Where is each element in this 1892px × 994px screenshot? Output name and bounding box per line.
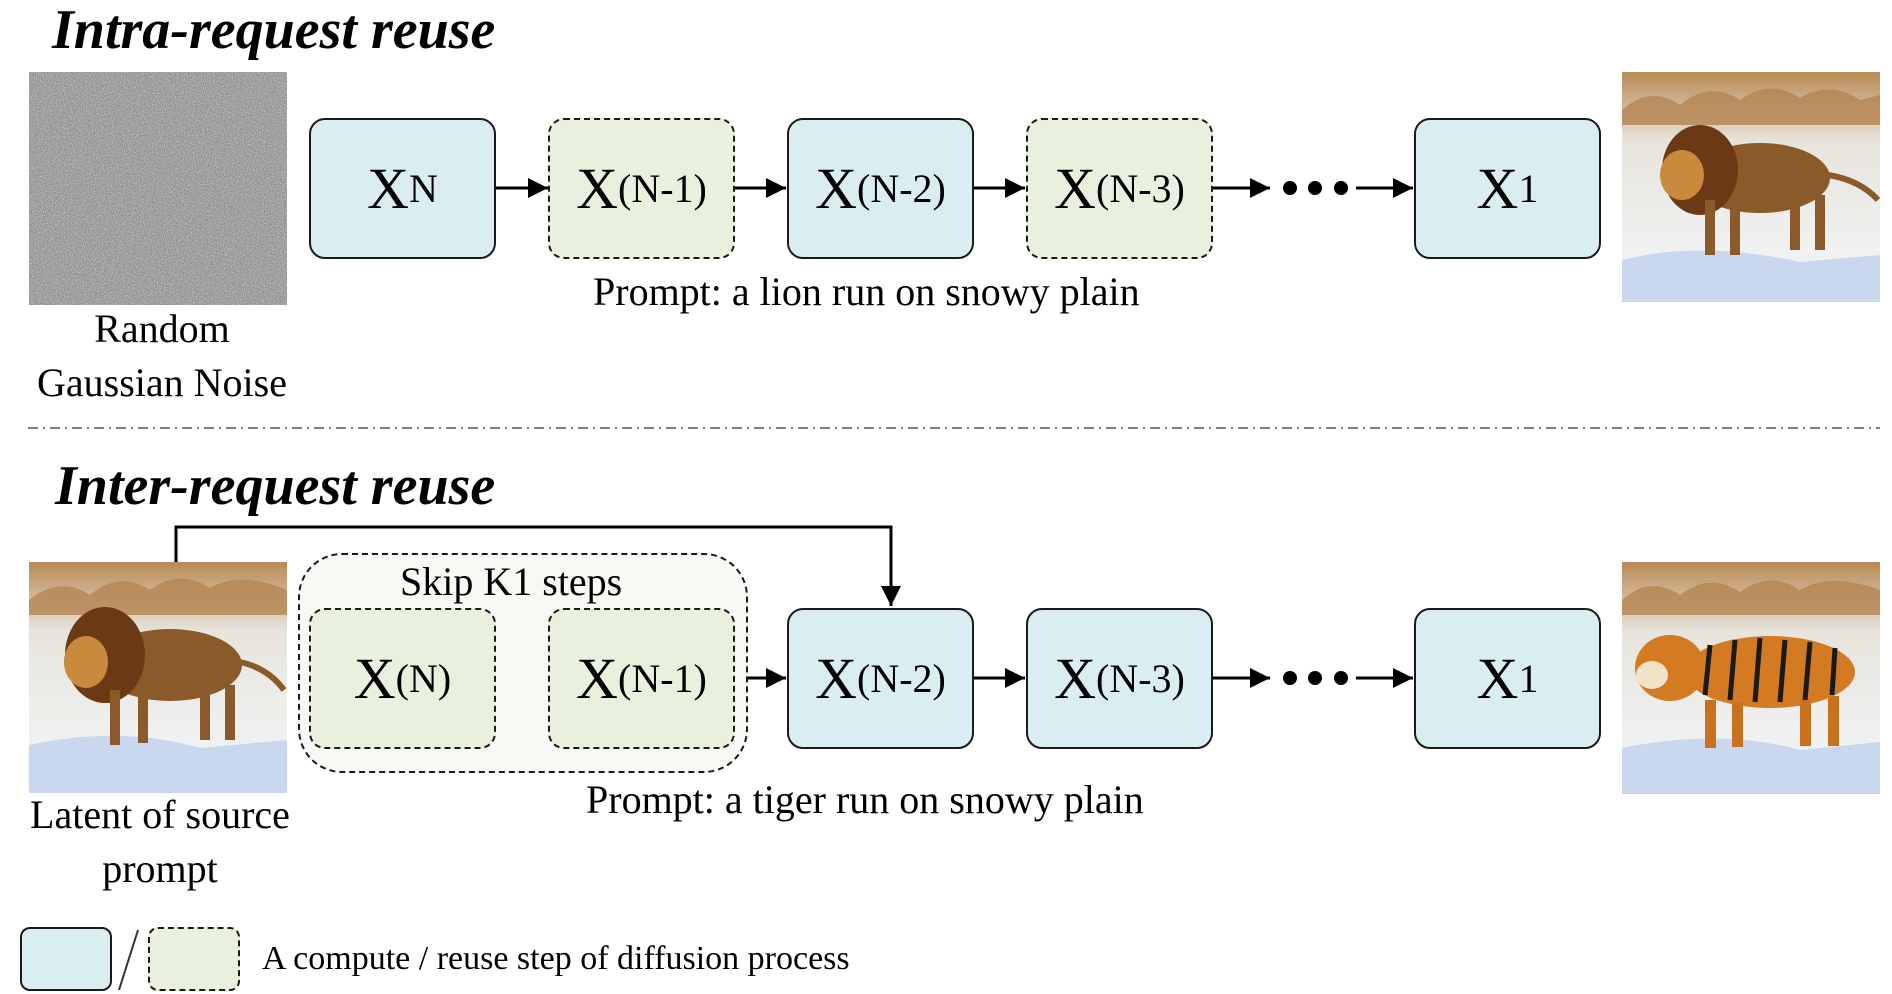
step-index: (N-2): [857, 655, 946, 701]
step-index: (N-3): [1096, 165, 1185, 211]
intra-step-xn-3: X(N-3): [1026, 118, 1213, 259]
intra-step-xn-1: X(N-1): [548, 118, 735, 259]
noise-image: [29, 72, 287, 305]
latent-caption-line1: Latent of source: [30, 792, 290, 837]
step-symbol: X: [1476, 155, 1519, 221]
intra-ellipsis-dots: [1283, 181, 1348, 195]
latent-source-image: [29, 562, 287, 793]
legend-slash: [118, 929, 139, 991]
step-index: (N-1): [618, 165, 707, 211]
tiger-output-image: [1622, 562, 1880, 794]
step-symbol: X: [1476, 645, 1519, 711]
inter-section-title: Inter-request reuse: [55, 455, 496, 517]
step-index: (N-2): [857, 165, 946, 211]
step-index: N: [409, 165, 438, 211]
step-index: (N-1): [618, 655, 707, 701]
step-symbol: X: [367, 155, 409, 221]
noise-caption-line1: Random: [94, 306, 230, 351]
intra-section-title: Intra-request reuse: [52, 0, 496, 61]
step-index: 1: [1518, 165, 1539, 211]
noise-caption-line2: Gaussian Noise: [37, 360, 287, 405]
legend-reuse-swatch: [148, 927, 240, 991]
inter-step-xn-1: X(N-1): [548, 608, 735, 749]
step-index: 1: [1518, 655, 1539, 701]
legend-compute-swatch: [20, 927, 112, 991]
intra-prompt: Prompt: a lion run on snowy plain: [593, 269, 1140, 314]
latent-caption: Latent of source prompt: [10, 788, 310, 896]
inter-step-xn-2: X(N-2): [787, 608, 974, 749]
lion-output-image: [1622, 72, 1881, 302]
step-index: (N-3): [1096, 655, 1185, 701]
step-symbol: X: [1054, 155, 1097, 221]
latent-caption-line2: prompt: [102, 846, 218, 891]
step-symbol: X: [353, 645, 396, 711]
intra-step-xn-2: X(N-2): [787, 118, 974, 259]
step-index: (N): [395, 655, 452, 701]
step-symbol: X: [815, 155, 858, 221]
noise-caption: Random Gaussian Noise: [22, 302, 302, 410]
legend-text: A compute / reuse step of diffusion proc…: [262, 940, 850, 977]
inter-ellipsis-dots: [1283, 671, 1348, 685]
inter-step-xn-3: X(N-3): [1026, 608, 1213, 749]
inter-prompt: Prompt: a tiger run on snowy plain: [586, 777, 1144, 822]
step-symbol: X: [576, 645, 619, 711]
step-symbol: X: [576, 155, 619, 221]
skip-steps-label: Skip K1 steps: [400, 559, 623, 604]
step-symbol: X: [1054, 645, 1097, 711]
inter-step-xn: X(N): [309, 608, 496, 749]
step-symbol: X: [815, 645, 858, 711]
